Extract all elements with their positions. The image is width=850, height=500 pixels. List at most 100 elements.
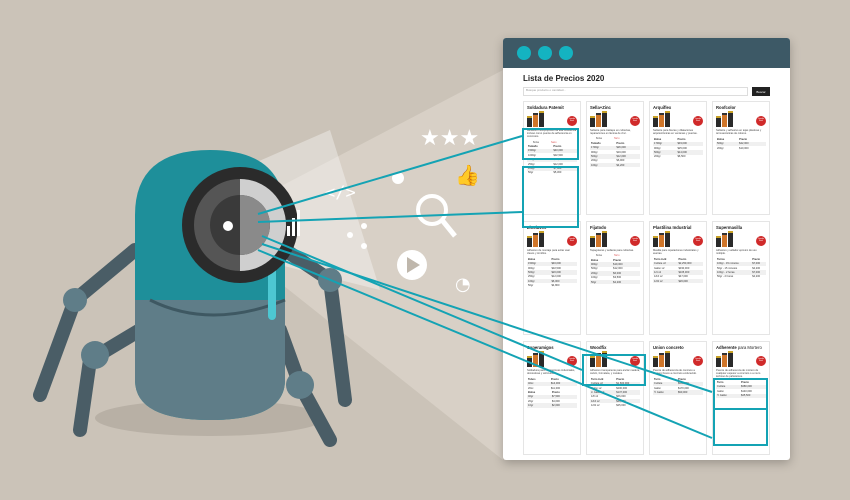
product-name: Zinclavos xyxy=(527,225,547,230)
search-bar: Busque producto o cantidad... Buscar xyxy=(523,87,770,96)
package-tab[interactable]: Tarro xyxy=(613,137,620,141)
table-cell: $22,000 xyxy=(738,141,766,146)
table-row: 50gr - 2 horas $4,200 xyxy=(716,275,766,279)
product-name: Supermasilla xyxy=(716,225,743,230)
product-description: Tapagoteras y sellante para cubiertas. xyxy=(590,249,634,252)
search-button[interactable]: Buscar xyxy=(752,87,770,96)
table-header: Precio xyxy=(677,138,686,141)
table-row: 250gr$12,000 xyxy=(527,162,577,166)
product-description: Adhesivo multipropósito de alta resisten… xyxy=(527,129,577,139)
table-cell: 1700gr xyxy=(653,141,677,146)
product-description: Sellante para traslape en cubiertas, rep… xyxy=(590,129,631,136)
table-row: ½ Galón$90,000 xyxy=(653,390,703,395)
product-description: Adhesivo transparente para anclar madera… xyxy=(590,369,640,376)
star-icon: ★★★ xyxy=(420,126,479,151)
table-cell: $6,900 xyxy=(616,159,625,163)
product-image xyxy=(527,111,577,127)
table-cell: $12,000 xyxy=(553,162,563,166)
product-description: Masilla para reparaciones industriales y… xyxy=(653,249,699,256)
window-dot-icon[interactable] xyxy=(517,46,531,60)
product-name: Arquiflex xyxy=(653,105,672,110)
product-image xyxy=(653,231,703,247)
table-row: 1/32 x2$26,000 xyxy=(653,279,703,284)
stock-badge: Consulte Stock xyxy=(567,116,577,126)
package-tab[interactable]: Bolsa xyxy=(596,137,602,141)
stock-badge: Consulte Stock xyxy=(630,236,640,246)
table-header: Tamaño xyxy=(591,142,601,145)
search-input[interactable]: Busque producto o cantidad... xyxy=(523,87,748,96)
table-row: 50gr$2,200 xyxy=(590,279,640,285)
product-image xyxy=(716,351,766,367)
table-header: Precio xyxy=(739,138,748,141)
table-header: Precio xyxy=(616,142,625,145)
product-name: Plastilina Industrial xyxy=(653,225,692,230)
table-cell: 50gr xyxy=(528,171,534,175)
table-cell: $4,200 xyxy=(752,275,761,279)
product-image xyxy=(590,111,640,127)
table-row: 900gr$19,000 xyxy=(590,150,640,154)
table-row: 1/32 x2 $25,000 xyxy=(590,403,640,407)
window-titlebar xyxy=(503,38,790,68)
package-tabs: Bolsa Saco xyxy=(527,141,577,144)
product-description: Puente de adherencia de concreto a morte… xyxy=(653,369,697,376)
table-cell: 200gr xyxy=(654,155,661,159)
table-cell: 1/32 x2 xyxy=(591,404,600,408)
product-description: Soldadura para reparaciones industriales… xyxy=(527,369,576,376)
table-row: 100gr - 2 horas$7,000 xyxy=(716,270,766,275)
window-dot-icon[interactable] xyxy=(538,46,552,60)
table-row: 50gr$5,300 xyxy=(527,171,577,175)
package-tab[interactable]: Tarro xyxy=(613,254,620,258)
product-description: Sellante para fisuras y dilataciones arq… xyxy=(653,129,698,136)
window-dot-icon[interactable] xyxy=(559,46,573,60)
rss-icon: ◔ xyxy=(455,274,471,295)
table-row: ½ Galón$45,500 xyxy=(716,393,766,398)
product-name: Union concreto xyxy=(653,345,684,350)
stock-badge: Consulte Stock xyxy=(756,116,766,126)
table-header: Precio xyxy=(752,258,761,261)
table-cell: $45,500 xyxy=(739,393,766,398)
package-tab[interactable]: Saco xyxy=(550,140,557,144)
table-cell: $90,000 xyxy=(676,390,703,395)
table-cell: $25,000 xyxy=(616,404,626,408)
robot-base xyxy=(135,300,285,420)
table-cell: 200gr xyxy=(591,159,598,163)
package-tab[interactable]: Bolsa xyxy=(596,254,602,258)
table-row: 200gr$10,000 xyxy=(716,146,766,150)
table-row: 200gr $6,900 xyxy=(590,159,640,163)
table-cell: 1/32 x2 xyxy=(653,279,678,284)
sun-icon xyxy=(392,172,404,184)
table-cell: 500gr xyxy=(716,141,739,146)
table-cell: ½ Galón xyxy=(716,393,740,398)
table-cell: 50gr - 2 horas xyxy=(717,275,734,279)
table-cell: $2,600 xyxy=(550,403,577,408)
stock-badge: Consulte Stock xyxy=(756,236,766,246)
table-cell: 50gr xyxy=(590,279,613,285)
table-cell: $33,000 xyxy=(676,141,703,146)
table-cell: $4,800 xyxy=(551,284,560,288)
product-name: Soldadura Patemit xyxy=(527,105,564,110)
package-tab[interactable]: Bolsa xyxy=(533,140,539,144)
package-tabs: Bolsa Tarro xyxy=(590,137,640,140)
stock-badge: Consulte Stock xyxy=(630,356,640,366)
product-name: Fijatodo xyxy=(590,225,607,230)
